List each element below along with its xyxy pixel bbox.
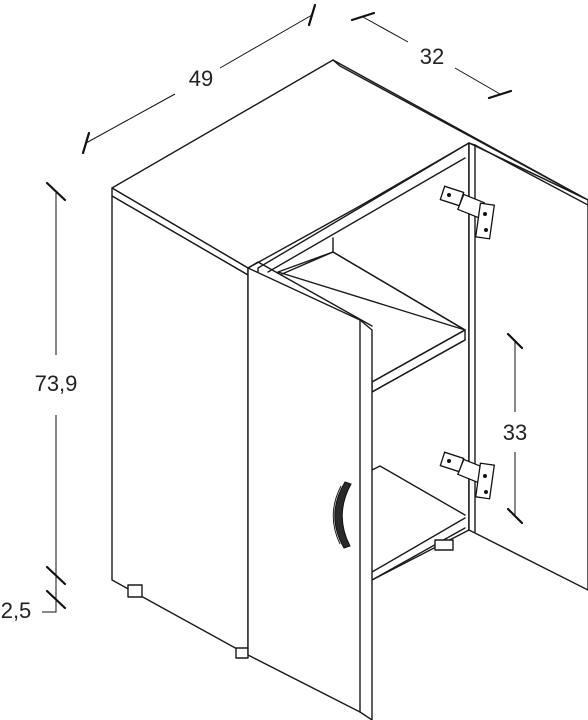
shelf-spacing-label: 33 — [503, 420, 527, 445]
hinge-icon — [439, 185, 496, 240]
width-label: 49 — [189, 66, 213, 91]
middle-shelf-thickness — [371, 339, 466, 393]
right-door — [468, 142, 588, 591]
depth-label: 32 — [420, 44, 444, 69]
front-left-leg — [127, 584, 143, 598]
bottom-shelf-front-edge — [371, 517, 466, 573]
door-handle-icon — [332, 481, 352, 549]
front-right-leg — [235, 647, 249, 659]
interior-top-edge — [267, 157, 466, 273]
dimension-depth — [350, 11, 513, 100]
height-label: 73,9 — [35, 371, 78, 396]
left-door — [247, 267, 373, 720]
dimension-leg-height — [42, 576, 67, 613]
bottom-shelf-thickness — [371, 527, 466, 581]
left-door-top-edge — [247, 261, 373, 327]
back-leg — [434, 539, 454, 551]
middle-shelf-back-edge — [281, 251, 466, 331]
hinge-icon — [439, 451, 496, 500]
dimension-shelf-spacing — [506, 332, 524, 525]
leg-height-label: 2,5 — [1, 598, 32, 623]
bottom-shelf-back-edge — [371, 465, 466, 516]
dimension-width — [81, 3, 317, 155]
middle-shelf-front-edge — [371, 329, 466, 383]
dimension-height — [45, 181, 67, 586]
cabinet-top-back-edge — [332, 59, 588, 201]
